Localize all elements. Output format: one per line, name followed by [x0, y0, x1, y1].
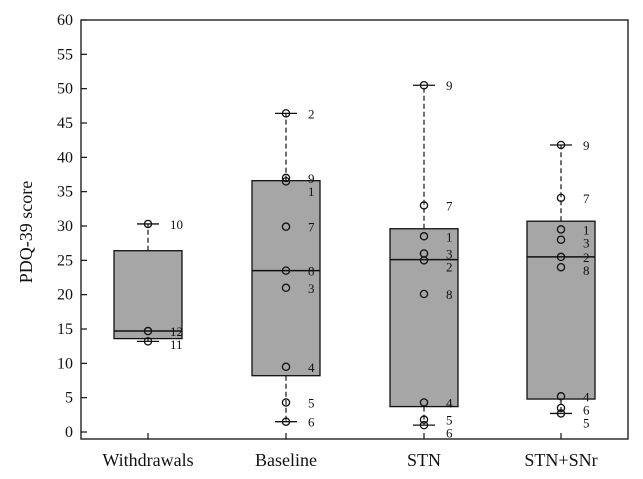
data-point	[143, 219, 153, 229]
data-point	[281, 266, 291, 275]
data-point	[556, 252, 566, 262]
data-point	[556, 235, 566, 244]
point-label: 10	[170, 217, 183, 232]
box	[389, 228, 459, 408]
point-label: 6	[583, 402, 590, 417]
data-point	[281, 177, 291, 186]
point-label: 1	[446, 229, 453, 244]
y-tick-label: 35	[57, 184, 73, 201]
point-label: 4	[446, 395, 453, 410]
point-label: 3	[308, 281, 315, 296]
box	[526, 220, 596, 400]
data-point	[281, 362, 291, 372]
data-point	[143, 337, 153, 346]
point-label: 3	[583, 235, 590, 250]
y-axis-label: PDQ-39 score	[16, 181, 36, 283]
data-point	[419, 420, 429, 430]
point-label: 9	[446, 78, 453, 93]
point-label: 3	[446, 246, 453, 261]
x-tick-label: STN+SNr	[524, 450, 597, 470]
point-label: 11	[170, 337, 183, 352]
point-label: 5	[583, 415, 590, 430]
data-point	[281, 283, 291, 293]
box	[251, 180, 321, 377]
plot-area: 051015202530354045505560Withdrawals10121…	[57, 12, 629, 470]
point-label: 1	[308, 184, 315, 199]
data-point	[419, 232, 429, 241]
point-label: 1	[583, 222, 590, 237]
y-tick-label: 50	[57, 81, 73, 98]
y-tick-label: 55	[57, 46, 73, 63]
data-point	[556, 409, 566, 418]
data-point	[419, 256, 429, 265]
data-point	[281, 109, 291, 118]
data-point	[419, 289, 429, 299]
point-label: 7	[446, 198, 453, 213]
point-label: 5	[308, 395, 315, 410]
data-point	[419, 398, 429, 407]
y-tick-label: 30	[57, 218, 73, 235]
point-label: 7	[583, 191, 590, 206]
point-label: 9	[583, 138, 590, 153]
data-point	[281, 417, 291, 426]
data-point	[419, 415, 429, 424]
data-point	[143, 326, 153, 336]
point-label: 8	[308, 264, 315, 279]
y-tick-label: 20	[57, 287, 73, 304]
data-point	[556, 225, 566, 234]
point-label: 12	[170, 324, 183, 339]
point-label: 2	[308, 106, 315, 121]
point-label: 2	[583, 250, 590, 265]
data-point	[556, 262, 566, 272]
plot-frame	[80, 19, 629, 440]
point-label: 8	[583, 263, 590, 278]
data-point	[556, 392, 566, 401]
y-tick-label: 10	[57, 355, 73, 372]
data-point	[281, 398, 291, 407]
point-label: 9	[308, 171, 315, 186]
y-tick-label: 60	[57, 12, 73, 29]
point-label: 4	[308, 360, 315, 375]
y-tick-label: 40	[57, 149, 73, 166]
y-tick-label: 45	[57, 115, 73, 132]
data-point	[556, 403, 566, 413]
data-point	[419, 201, 429, 210]
y-tick-label: 25	[57, 252, 73, 269]
point-label: 8	[446, 287, 453, 302]
point-label: 6	[308, 415, 315, 430]
point-label: 5	[446, 413, 453, 428]
data-point	[281, 222, 291, 231]
y-tick-label: 0	[65, 424, 73, 441]
data-point	[556, 193, 566, 203]
x-tick-label: Baseline	[255, 450, 317, 470]
x-tick-label: Withdrawals	[102, 450, 193, 470]
data-point	[556, 140, 566, 150]
point-label: 6	[446, 426, 453, 441]
point-label: 2	[446, 259, 453, 274]
y-tick-label: 5	[65, 390, 73, 407]
box	[113, 250, 183, 340]
point-label: 4	[583, 389, 590, 404]
point-label: 7	[308, 220, 315, 235]
data-point	[419, 80, 429, 90]
data-point	[281, 173, 291, 183]
x-tick-label: STN	[407, 450, 441, 470]
y-tick-label: 15	[57, 321, 73, 338]
